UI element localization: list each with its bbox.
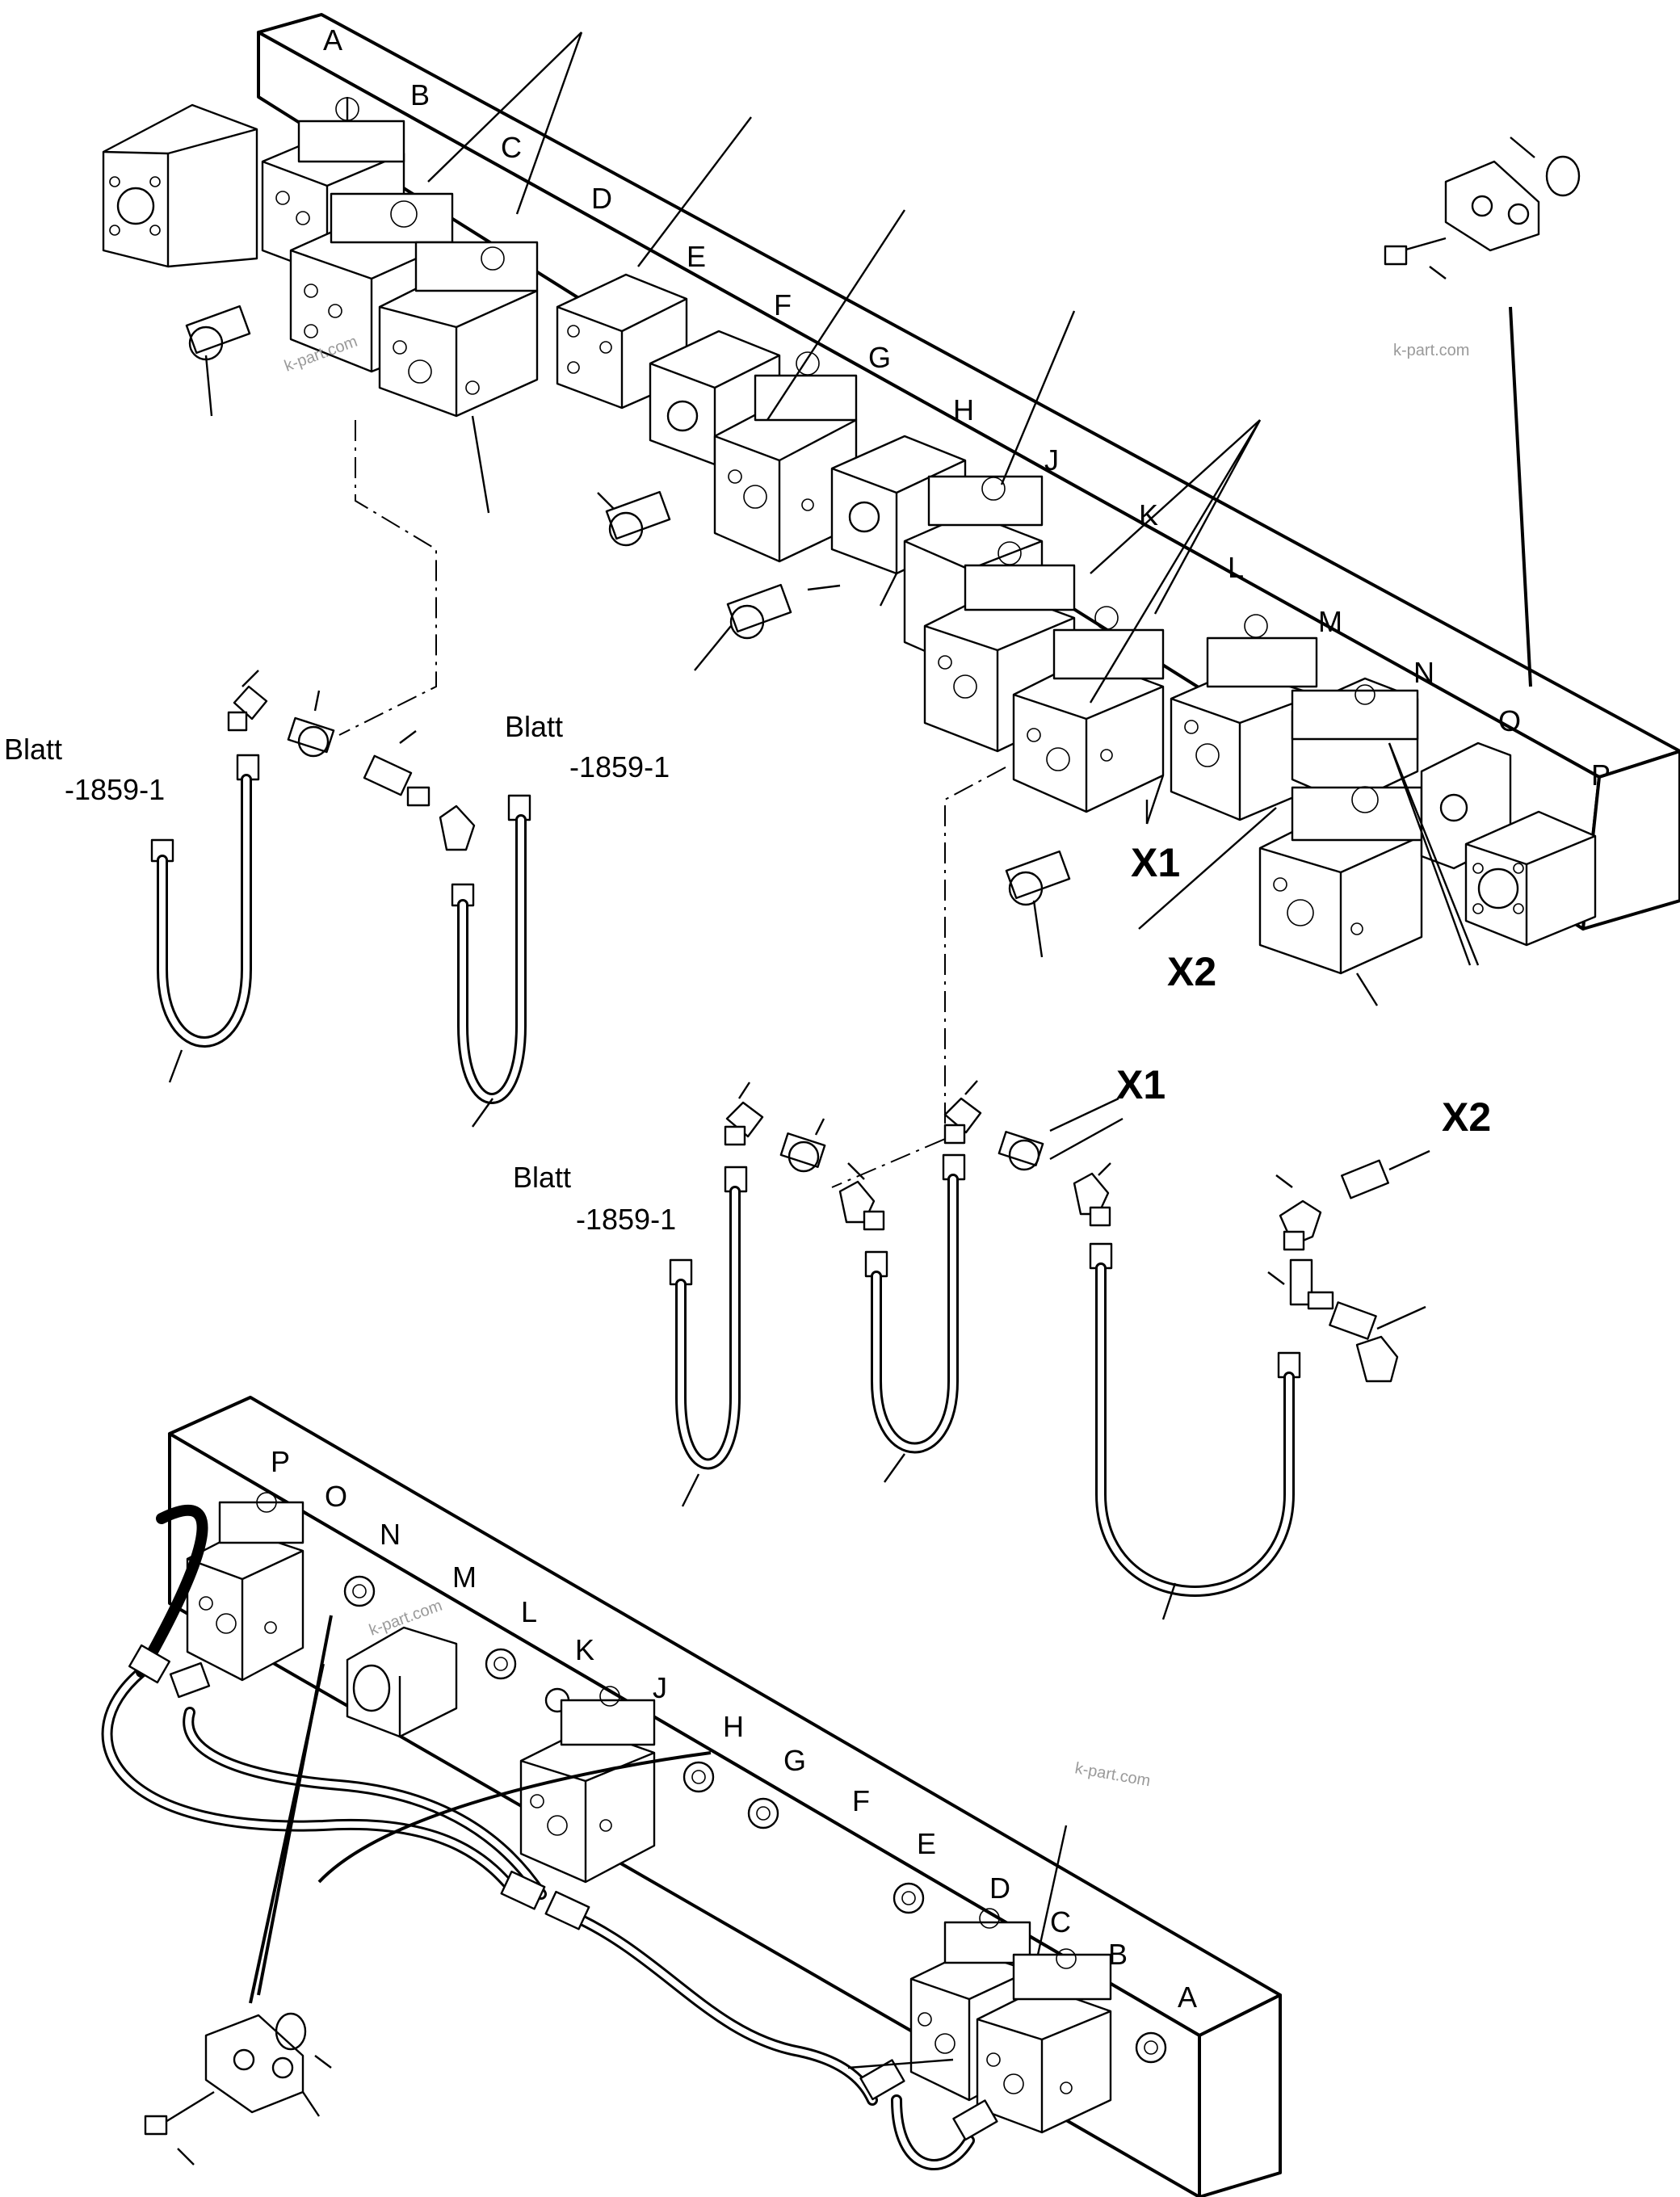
valve-block-c2 <box>378 241 539 418</box>
top-letter-f: F <box>774 288 792 321</box>
bottom-letter-k: K <box>575 1633 594 1666</box>
connection-x1-label-top: X1 <box>1131 840 1180 885</box>
bottom-letter-c: C <box>1050 1905 1071 1939</box>
flange-plate-top <box>1384 137 1581 279</box>
bottom-letter-o: O <box>325 1480 347 1513</box>
dashdot-link-middle <box>831 767 1006 1188</box>
bottom-cap-block-m <box>346 1626 458 1738</box>
quick-coupling-3 <box>694 583 792 671</box>
top-letter-p: P <box>1591 758 1611 792</box>
valve-block-n <box>1291 677 1419 805</box>
bottom-letter-g: G <box>783 1744 806 1777</box>
top-leader-lines <box>427 32 1532 1006</box>
top-letter-e: E <box>687 240 706 273</box>
block-p <box>1464 810 1597 947</box>
flange-plate-bottom <box>144 2012 332 2165</box>
quick-coupling-4 <box>1005 850 1071 958</box>
bottom-letter-d: D <box>989 1871 1010 1905</box>
sheet-ref-2-number: -1859-1 <box>569 750 670 783</box>
top-letter-j: J <box>1044 443 1059 477</box>
dashdot-link-left <box>338 420 437 736</box>
sheet-ref-1-word: Blatt <box>4 733 62 766</box>
valve-block-l <box>1012 606 1165 813</box>
top-letter-a: A <box>323 23 342 57</box>
connection-x1-label-middle: X1 <box>1116 1062 1166 1107</box>
top-manifold-assembly: A B C D E F G H J K L M N O P <box>102 13 1680 1006</box>
top-letter-m: M <box>1318 605 1342 638</box>
bottom-ports <box>343 1575 1167 2064</box>
watermark-4: k-part.com <box>1073 1759 1152 1790</box>
top-letter-d: D <box>591 182 612 215</box>
bottom-manifold-bar-end <box>1198 1993 1282 2197</box>
valve-block-m <box>1170 614 1318 821</box>
bottom-valve-block-p <box>186 1492 304 1682</box>
bottom-letter-a: A <box>1178 1981 1197 2014</box>
bottom-letter-j: J <box>653 1671 667 1704</box>
top-letter-l: L <box>1228 551 1244 584</box>
top-letter-b: B <box>410 78 430 111</box>
valve-block-f <box>713 351 858 563</box>
connection-x2-label-top: X2 <box>1167 949 1216 994</box>
top-letter-o: O <box>1498 704 1521 737</box>
sheet-ref-3-word: Blatt <box>513 1161 571 1194</box>
quick-coupling-2 <box>597 490 671 547</box>
bottom-letter-h: H <box>723 1710 744 1743</box>
left-hose-group: Blatt -1859-1 Blatt -1859-1 <box>4 670 670 1128</box>
top-letter-c: C <box>501 131 522 164</box>
bottom-hoses <box>101 1504 998 2170</box>
top-letter-n: N <box>1413 656 1434 689</box>
bottom-letter-b: B <box>1108 1938 1128 1971</box>
connection-x2-label-middle: X2 <box>1442 1094 1491 1140</box>
o-ring-icon <box>1545 155 1581 197</box>
watermark-2: k-part.com <box>1393 342 1469 359</box>
bottom-leader-lines <box>249 1615 1068 2069</box>
bottom-letter-m: M <box>452 1561 477 1594</box>
middle-hose-group: Blatt -1859-1 <box>513 1080 1430 1620</box>
bottom-letter-f: F <box>852 1784 870 1817</box>
quick-coupling-1 <box>185 305 251 417</box>
bottom-letter-p: P <box>271 1445 290 1478</box>
top-end-cap-block <box>102 103 258 268</box>
bottom-valve-block-c <box>976 1948 1112 2134</box>
valve-block-x2 <box>1258 786 1423 975</box>
bottom-letter-l: L <box>521 1595 537 1628</box>
bottom-letter-n: N <box>380 1518 401 1551</box>
bottom-manifold-assembly: P O N M L K J H G F E D C B A k-part.com… <box>101 1396 1282 2197</box>
top-letter-h: H <box>953 393 974 426</box>
bottom-letter-e: E <box>917 1827 936 1860</box>
top-letter-g: G <box>868 341 891 374</box>
sheet-ref-2-word: Blatt <box>505 710 563 743</box>
sheet-ref-1-number: -1859-1 <box>65 773 165 806</box>
sheet-ref-3-number: -1859-1 <box>576 1203 676 1236</box>
